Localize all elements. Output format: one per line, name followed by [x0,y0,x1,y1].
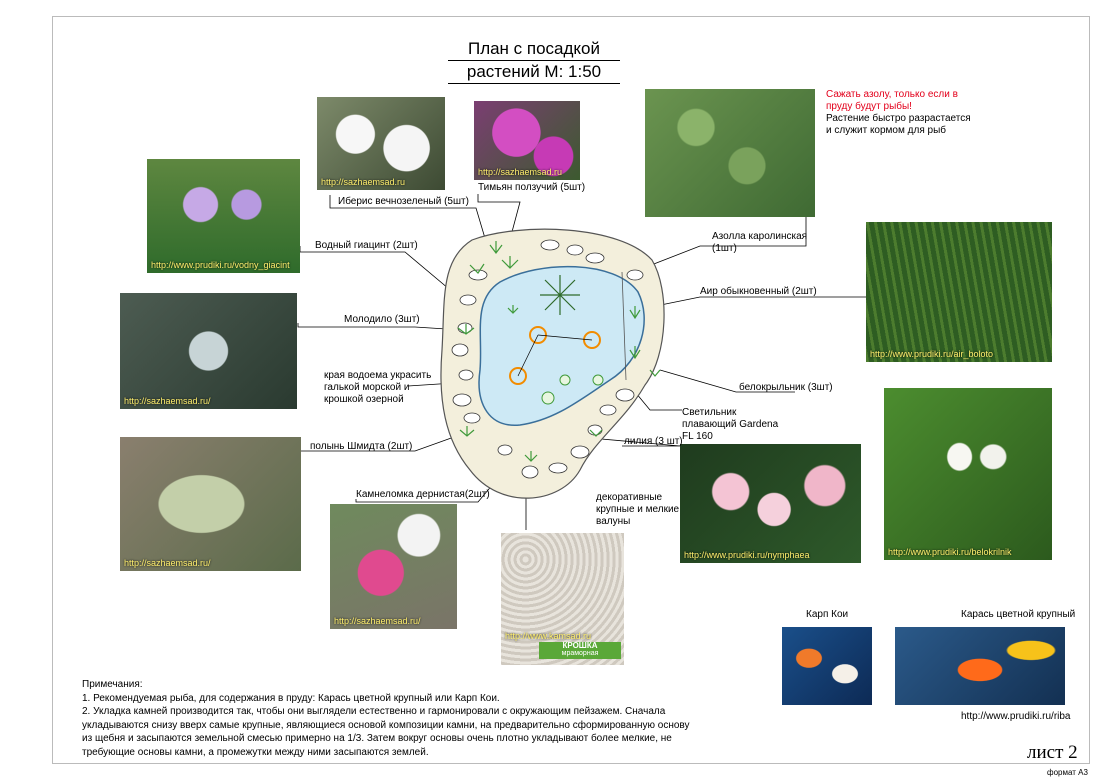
label-molodilo: Молодило (3шт) [344,314,420,325]
format-label: формат А3 [1047,768,1088,777]
photo-saxifrage: http://sazhaemsad.ru/ [330,504,457,629]
label-saxifrage: Камнеломка дернистая(2шт) [356,489,490,500]
label-calla: белокрыльник (3шт) [739,382,833,393]
label-iberis: Иберис вечнозеленый (5шт) [338,196,469,207]
floating-lamps [509,326,601,385]
pond-plan [440,228,665,499]
lily-pads [541,374,604,405]
label-acorus: Аир обыкновенный (2шт) [700,286,817,297]
notes-block: Примечания: 1. Рекомендуемая рыба, для с… [82,679,690,758]
photo-azolla [645,89,815,217]
fish-url: http://www.prudiki.ru/riba [961,711,1071,722]
label-wormwood: полынь Шмидта (2шт) [310,441,413,452]
sheet-number: лист 2 [1027,742,1078,763]
plant-symbols [457,241,661,462]
label-azolla: Азолла каролинская (1шт) [712,231,808,254]
photo-wormwood: http://sazhaemsad.ru/ [120,437,301,571]
sheet-frame [52,16,1090,764]
photo-koi [782,627,872,705]
photo-calla: http://www.prudiki.ru/belokrilnik [884,388,1052,560]
label-edge: края водоема украсить галькой морской и … [324,370,432,405]
page-title: План с посадкой растений М: 1:50 [448,38,620,84]
label-lamp: Светильник плавающий Gardena FL 160 [682,407,779,442]
label-koi: Карп Кои [806,609,849,620]
border-stones [451,239,644,479]
photo-molodilo: http://sazhaemsad.ru/ [120,293,297,409]
label-hyacinth: Водный гиацинт (2шт) [315,240,418,251]
label-thyme: Тимьян ползучий (5шт) [478,182,586,193]
photo-iberis: http://sazhaemsad.ru [317,97,445,190]
label-boulders: декоративные крупные и мелкие валуны [596,492,680,527]
photo-thyme: http://sazhaemsad.ru [474,101,580,180]
photo-hyacinth: http://www.prudiki.ru/vodny_giacint [147,159,300,273]
pond-water [478,265,645,426]
azolla-symbol [540,275,580,315]
label-crucian: Карась цветной крупный [961,609,1076,620]
azolla-note: Сажать азолу, только если в пруду будут … [826,89,971,136]
photo-crucian [895,627,1065,705]
label-lily: лилия (3 шт) [624,436,683,447]
photo-lily: http://www.prudiki.ru/nymphaea [680,444,861,563]
photo-acorus: http://www.prudiki.ru/air_boloto [866,222,1052,362]
